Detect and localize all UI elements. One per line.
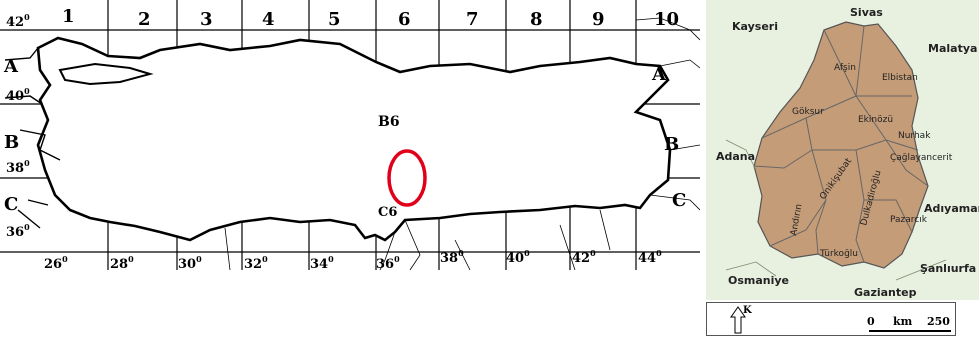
lon-label-42: 420 <box>572 248 596 266</box>
col-number-1: 1 <box>62 6 75 27</box>
lat-labels: 420 400 380 360 <box>6 12 30 240</box>
neighbor-malatya: Malatya <box>928 42 977 55</box>
neighbor-borders <box>224 17 701 271</box>
col-number-4: 4 <box>262 9 275 30</box>
col-number-7: 7 <box>466 9 479 30</box>
aegean-coast <box>4 47 61 229</box>
region-map: Kayseri Sivas Malatya Adana Adıyaman Osm… <box>706 0 979 300</box>
row-letter-right-a: A <box>651 64 667 85</box>
neighbor-adana: Adana <box>716 150 755 163</box>
lon-labels: 260 280 300 320 340 360 380 400 420 440 <box>44 248 662 272</box>
district-goksur: Göksur <box>792 107 824 117</box>
legend-svg: K 0 km 250 <box>730 305 951 334</box>
row-letter-left-a: A <box>3 56 19 77</box>
neighbor-sivas: Sivas <box>850 6 883 19</box>
col-number-6: 6 <box>398 9 411 30</box>
river-lines <box>725 139 947 281</box>
district-turkoglu: Türkoğlu <box>819 249 858 259</box>
scale-start: 0 <box>867 315 875 328</box>
lon-label-32: 320 <box>244 254 268 272</box>
col-number-10: 10 <box>654 9 679 30</box>
col-number-5: 5 <box>328 9 341 30</box>
row-letter-right-b: B <box>664 134 679 155</box>
neighbor-osmaniye: Osmaniye <box>728 274 789 287</box>
district-afsin: Afşin <box>834 63 856 73</box>
district-nurhak: Nurhak <box>898 131 931 141</box>
north-label: K <box>743 305 752 316</box>
district-borders <box>753 25 929 263</box>
lon-label-36: 360 <box>376 254 400 272</box>
district-ekinozu: Ekinözü <box>858 115 893 125</box>
lon-label-26: 260 <box>44 254 68 272</box>
col-number-3: 3 <box>200 9 213 30</box>
neighbor-adiyaman: Adıyaman <box>924 202 979 215</box>
lon-label-40: 400 <box>506 248 530 266</box>
cell-label-b6: B6 <box>378 114 400 130</box>
district-caglayancerit: Çağlayancerit <box>890 153 953 163</box>
col-number-8: 8 <box>530 9 543 30</box>
row-letter-left-b: B <box>4 132 19 153</box>
legend-box: K 0 km 250 <box>706 302 956 336</box>
turkey-grid-map: 1 2 3 4 5 6 7 8 9 10 A B C A B C 420 400… <box>0 0 701 272</box>
lat-label-36: 360 <box>6 222 30 240</box>
lon-label-30: 300 <box>178 254 202 272</box>
lat-label-42: 420 <box>6 12 30 30</box>
kahramanmaras-marker <box>387 149 427 207</box>
neighbor-kayseri: Kayseri <box>732 20 778 33</box>
col-number-9: 9 <box>592 9 605 30</box>
col-number-2: 2 <box>138 9 151 30</box>
lon-label-28: 280 <box>110 254 134 272</box>
north-arrow-icon <box>730 306 746 334</box>
district-elbistan: Elbistan <box>882 73 918 83</box>
marmara-sea <box>58 62 154 86</box>
turkey-outline <box>36 36 672 242</box>
row-letter-right-c: C <box>672 190 686 211</box>
row-letter-left-c: C <box>4 194 18 215</box>
region-map-svg: Kayseri Sivas Malatya Adana Adıyaman Osm… <box>706 0 979 300</box>
lon-label-38: 380 <box>440 248 464 266</box>
lon-label-34: 340 <box>310 254 334 272</box>
lat-label-38: 380 <box>6 158 30 176</box>
cell-label-c6: C6 <box>378 205 397 220</box>
lat-label-40: 400 <box>6 86 30 104</box>
province-area <box>753 21 929 269</box>
district-pazarcik: Pazarcık <box>890 215 928 225</box>
scale-end: 250 <box>927 315 950 328</box>
lon-label-44: 440 <box>638 248 662 266</box>
neighbor-gaziantep: Gaziantep <box>854 286 917 299</box>
turkey-grid-svg: 1 2 3 4 5 6 7 8 9 10 A B C A B C 420 400… <box>0 0 701 272</box>
neighbor-sanliurfa: Şanlıurfa <box>920 262 976 275</box>
scale-unit: km <box>893 315 913 328</box>
